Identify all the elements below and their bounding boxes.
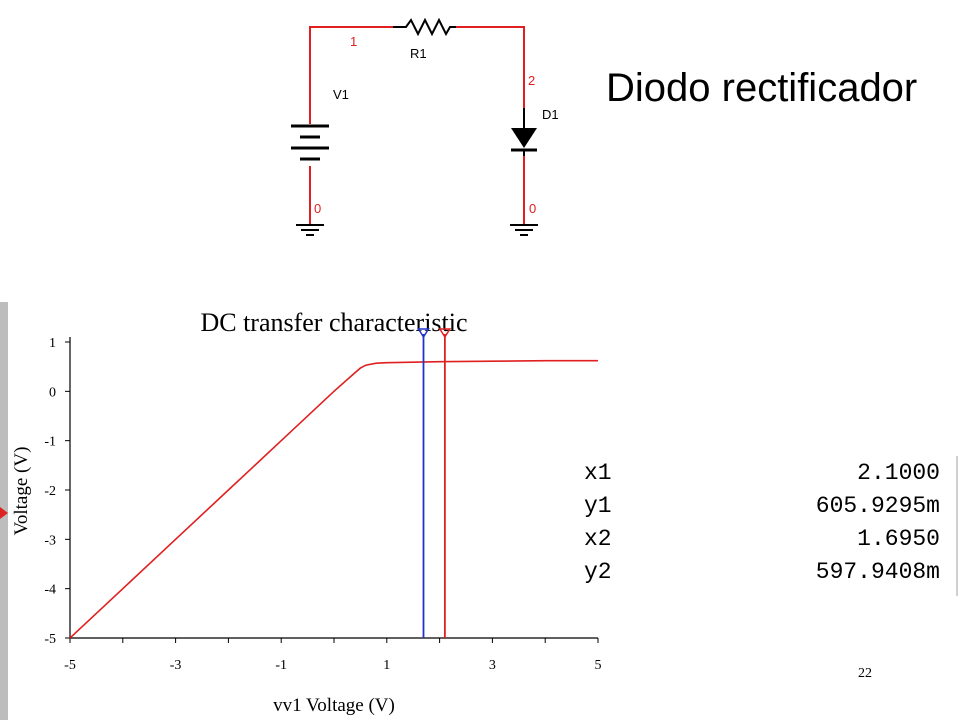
cursor-row-x1: x1 2.1000	[584, 460, 940, 490]
x-tick-label: -3	[170, 658, 182, 673]
diode-d1	[511, 108, 537, 156]
y-tick-label: 1	[49, 336, 56, 351]
ground-left	[296, 224, 324, 236]
chart-series	[69, 359, 598, 639]
ground-right	[510, 224, 538, 236]
battery-v1	[291, 124, 329, 161]
y-tick-label: 0	[49, 385, 56, 400]
cursor-row-x2: x2 1.6950	[584, 526, 940, 556]
node-label-2: 2	[528, 73, 535, 88]
x-tick-label: -5	[64, 658, 76, 673]
y-tick-label: -4	[44, 583, 56, 598]
y-tick-label: -1	[44, 435, 56, 450]
red-marker-icon	[0, 507, 8, 519]
node-label-1: 1	[350, 34, 357, 49]
cursor-label: x2	[584, 526, 612, 552]
cursor-marker-icon	[417, 328, 430, 339]
y-tick-label: -3	[44, 533, 56, 548]
circuit-wires	[309, 26, 525, 224]
cursor-label: x1	[584, 460, 612, 486]
cursor-value: 597.9408m	[815, 559, 940, 585]
diode-label: D1	[542, 107, 559, 122]
cursor-value: 1.6950	[857, 526, 940, 552]
cursor-marker-icon	[438, 328, 452, 339]
x-tick-label: 3	[489, 658, 496, 673]
cursor-label: y2	[584, 559, 612, 585]
y-tick-label: -2	[44, 484, 56, 499]
cursor-row-y2: y2 597.9408m	[584, 559, 940, 589]
x-tick-label: -1	[275, 658, 287, 673]
chart-axes	[69, 337, 598, 639]
x-tick-label: 1	[383, 658, 390, 673]
node-label-ground-right: 0	[529, 201, 536, 216]
y-axis-label: Voltage (V)	[11, 447, 32, 536]
chart-title: DC transfer characteristic	[200, 308, 467, 337]
cursor-value: 2.1000	[857, 460, 940, 486]
cursor-row-y1: y1 605.9295m	[584, 493, 940, 523]
chart-ticks: -5 -3 -1 1 3 5 1 0 -1 -2 -3 -4 -5	[44, 336, 601, 673]
resistor-r1	[393, 17, 456, 37]
resistor-label: R1	[410, 46, 427, 61]
slide-title: Diodo rectificador	[606, 66, 918, 110]
chart-cursors	[417, 328, 452, 638]
cursor-value: 605.9295m	[815, 493, 940, 519]
x-axis-label: vv1 Voltage (V)	[273, 695, 395, 716]
series-line	[69, 359, 598, 639]
dc-transfer-chart: DC transfer characteristic -5 -3 -1 1 3 5 1 0 -1…	[11, 308, 602, 716]
circuit-schematic: 1 2 0 0 R1 V1 D1	[291, 17, 559, 236]
cursor-readout-panel: x1 2.1000 y1 605.9295m x2 1.6950 y2 597.…	[580, 456, 958, 596]
source-label: V1	[333, 87, 349, 102]
y-tick-label: -5	[44, 632, 56, 647]
node-label-ground-left: 0	[314, 201, 321, 216]
x-tick-label: 5	[595, 658, 602, 673]
cursor-label: y1	[584, 493, 612, 519]
page-number: 22	[858, 666, 872, 681]
